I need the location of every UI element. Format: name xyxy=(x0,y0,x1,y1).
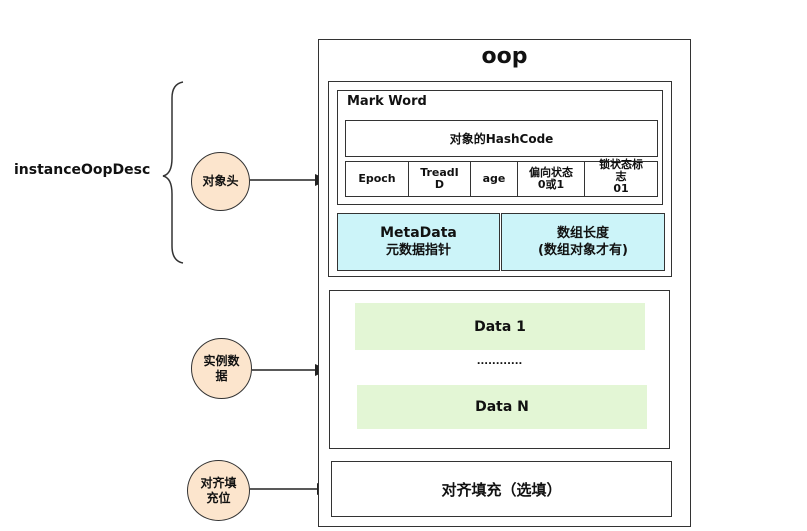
field-lock-flag: 锁状态标 志 01 xyxy=(584,159,658,197)
instance-data-circle: 实例数 据 xyxy=(191,338,252,399)
field-epoch: Epoch xyxy=(345,161,409,197)
metadata-line2: 元数据指针 xyxy=(385,243,451,258)
padding-box: 对齐填充（选填） xyxy=(331,461,672,517)
oop-title: oop xyxy=(481,44,528,69)
hashcode-cell: 对象的HashCode xyxy=(345,120,658,157)
metadata-cell: MetaData 元数据指针 xyxy=(337,213,500,271)
instance-label-line1: 实例数 xyxy=(203,353,240,368)
array-length-line2: (数组对象才有) xyxy=(538,243,628,258)
array-length-line1: 数组长度 xyxy=(556,226,609,241)
field-thread-id: TreadI D xyxy=(408,161,471,197)
data-ellipsis: ............ xyxy=(476,356,523,367)
instance-label-line2: 据 xyxy=(215,368,228,383)
padding-circle: 对齐填 充位 xyxy=(187,460,250,521)
data-last: Data N xyxy=(357,385,647,429)
array-length-cell: 数组长度 (数组对象才有) xyxy=(501,213,665,271)
metadata-line1: MetaData xyxy=(380,225,457,241)
field-age: age xyxy=(470,161,518,197)
header-label: 对象头 xyxy=(202,174,239,188)
class-label: instanceOopDesc xyxy=(14,162,151,178)
mark-word-title: Mark Word xyxy=(347,94,427,109)
padding-label-line1: 对齐填 xyxy=(200,475,237,490)
data-first: Data 1 xyxy=(355,303,645,350)
header-circle: 对象头 xyxy=(191,152,250,211)
curly-brace xyxy=(162,81,184,264)
field-biased-state: 偏向状态 0或1 xyxy=(517,161,585,197)
padding-label-line2: 充位 xyxy=(206,490,231,505)
